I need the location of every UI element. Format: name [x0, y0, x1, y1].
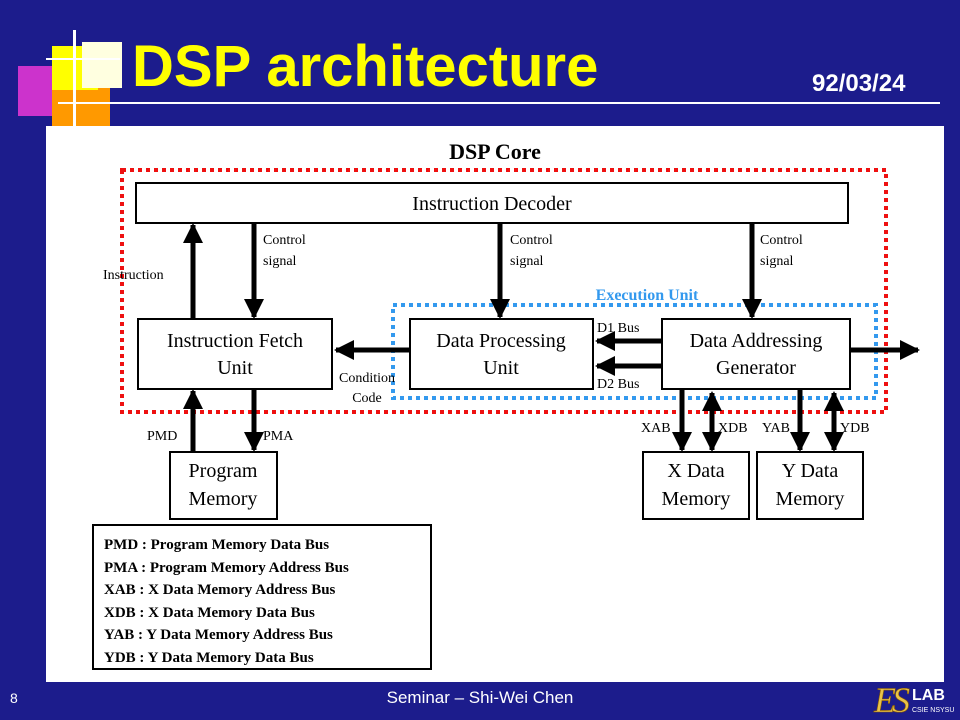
instruction-decoder-label: Instruction Decoder — [412, 193, 572, 215]
x-data-memory-block — [642, 451, 750, 520]
data-addressing-label-1: Data Addressing — [690, 330, 823, 352]
svg-text:E: E — [873, 680, 896, 718]
control-signal-label-1a: Control — [263, 233, 306, 248]
control-signal-label-1b: signal — [263, 254, 297, 269]
svg-text:CSIE NSYSU: CSIE NSYSU — [912, 707, 954, 714]
condition-code-label-1: Condition — [339, 371, 395, 386]
d2-bus-label: D2 Bus — [597, 377, 639, 392]
svg-text:S: S — [892, 680, 910, 718]
instruction-fetch-label-1: Instruction Fetch — [167, 330, 303, 352]
y-data-memory-label-2: Memory — [776, 488, 845, 510]
dsp-architecture-diagram: DSP Core Execution Unit Instruction Deco… — [103, 139, 920, 520]
yab-label: YAB — [762, 421, 790, 436]
control-signal-label-2a: Control — [510, 233, 553, 248]
legend-item: YDB : Y Data Memory Data Bus — [104, 649, 314, 666]
dsp-core-label: DSP Core — [449, 139, 541, 164]
program-memory-label-1: Program — [189, 460, 258, 482]
svg-text:LAB: LAB — [912, 687, 945, 704]
legend-item: YAB : Y Data Memory Address Bus — [104, 627, 333, 643]
legend-item: PMA : Program Memory Address Bus — [104, 559, 349, 576]
x-data-memory-label-1: X Data — [667, 460, 724, 482]
program-memory-block — [169, 451, 278, 520]
bus-legend: PMD : Program Memory Data Bus PMA : Prog… — [92, 524, 432, 670]
slide-date: 92/03/24 — [812, 70, 906, 97]
title-divider — [58, 102, 940, 104]
execution-unit-label: Execution Unit — [596, 287, 699, 304]
eslab-logo: E S LAB CSIE NSYSU — [873, 680, 955, 718]
y-data-memory-label-1: Y Data — [782, 460, 839, 482]
ydb-label: YDB — [840, 421, 870, 436]
legend-item: PMD : Program Memory Data Bus — [104, 537, 330, 553]
slide-footer: Seminar – Shi-Wei Chen — [386, 688, 574, 707]
legend-item: XAB : X Data Memory Address Bus — [104, 582, 336, 598]
pmd-label: PMD — [147, 429, 177, 444]
dsp-core-boundary — [120, 168, 888, 414]
program-memory-label-2: Memory — [189, 488, 258, 510]
data-processing-block — [409, 318, 594, 390]
legend-item: XDB : X Data Memory Data Bus — [104, 604, 315, 621]
condition-code-label-2: Code — [352, 391, 382, 406]
control-signal-label-3a: Control — [760, 233, 803, 248]
data-processing-label-2: Unit — [483, 357, 519, 379]
data-addressing-block — [661, 318, 851, 390]
pma-label: PMA — [263, 429, 294, 444]
control-signal-label-2b: signal — [510, 254, 544, 269]
control-signal-label-3b: signal — [760, 254, 794, 269]
page-number: 8 — [10, 690, 18, 706]
data-addressing-label-2: Generator — [716, 357, 796, 379]
instruction-decoder-block — [135, 182, 849, 224]
data-processing-label-1: Data Processing — [436, 330, 565, 352]
xab-label: XAB — [641, 421, 671, 436]
instruction-fetch-block — [137, 318, 333, 390]
instruction-label: Instruction — [103, 268, 164, 283]
slide-title: DSP architecture — [132, 34, 599, 99]
d1-bus-label: D1 Bus — [597, 321, 639, 336]
instruction-fetch-label-2: Unit — [217, 357, 253, 379]
xdb-label: XDB — [718, 421, 748, 436]
y-data-memory-block — [756, 451, 864, 520]
x-data-memory-label-2: Memory — [662, 488, 731, 510]
